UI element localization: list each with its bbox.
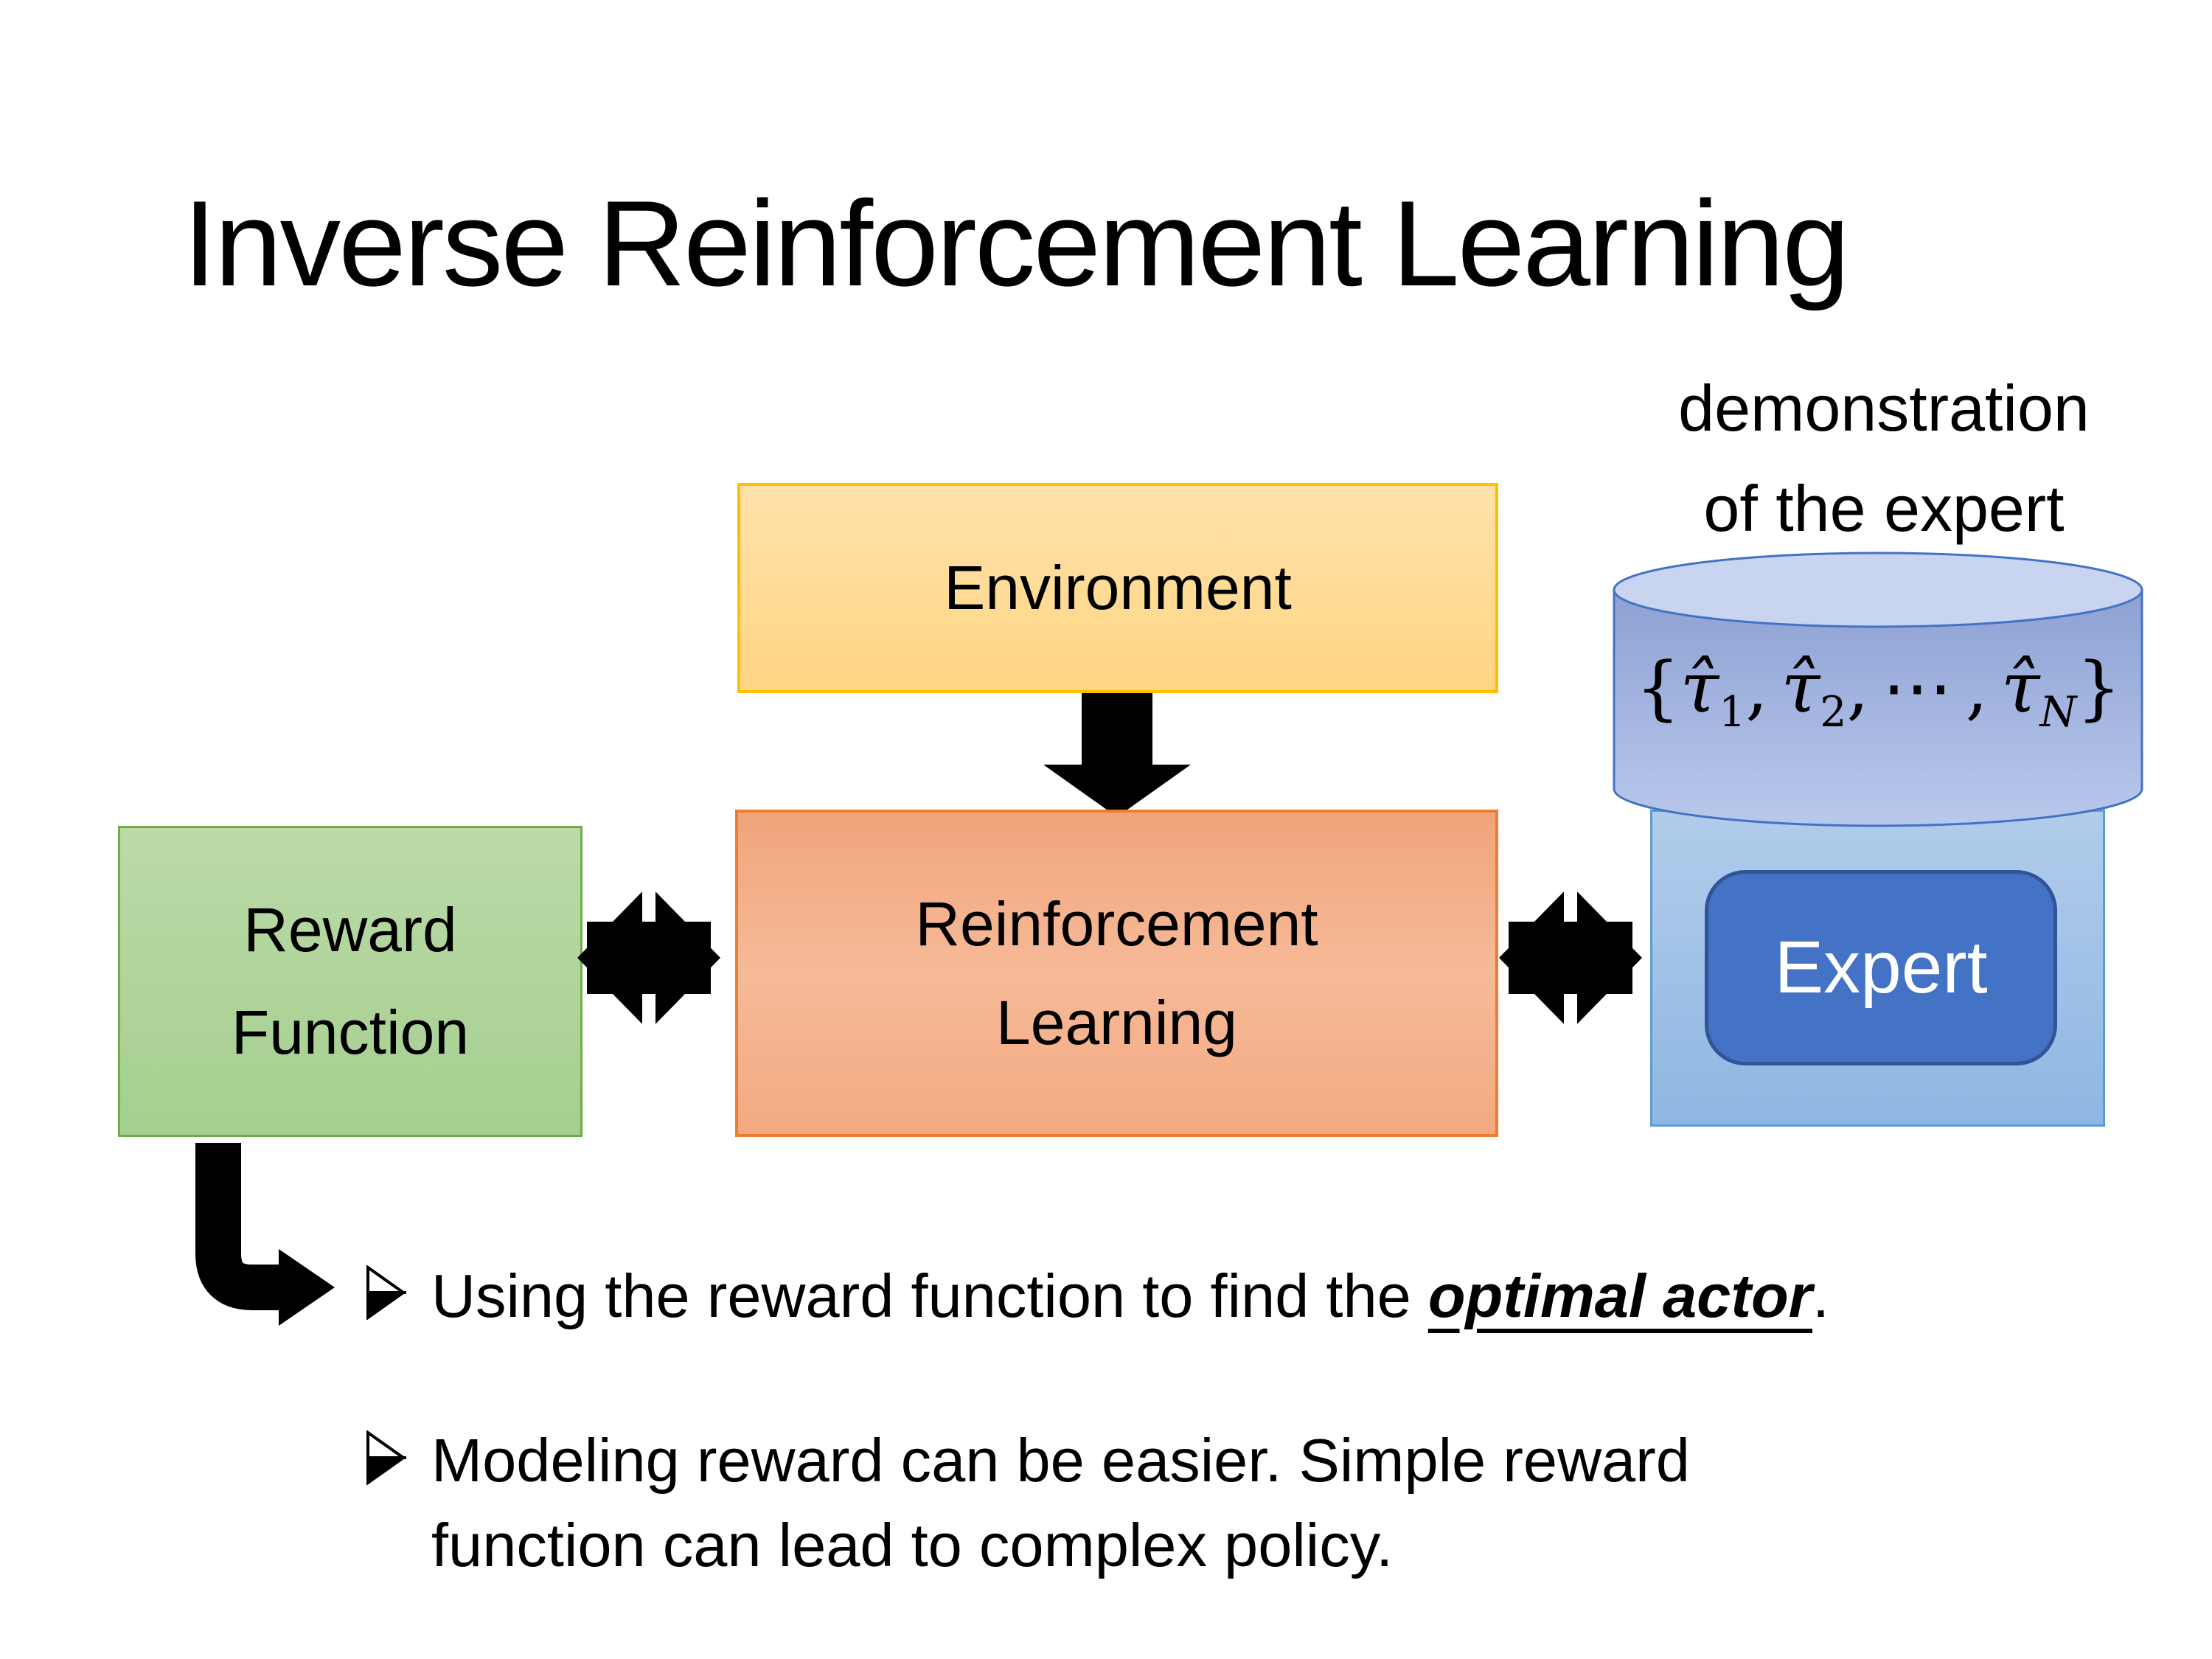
ellipsis: ⋯ — [1882, 647, 1952, 728]
environment-box: Environment — [737, 483, 1498, 693]
tau-2: τ̂ — [1781, 647, 1820, 728]
reinforcement-learning-box-label-line1: Reinforcement — [915, 888, 1318, 959]
demonstration-label-line2: of the expert — [1703, 472, 2065, 546]
reinforcement-learning-box: Reinforcement Learning — [735, 810, 1498, 1137]
demonstration-database-cylinder — [1613, 552, 2143, 827]
tau-1: τ̂ — [1680, 647, 1719, 728]
reward-function-box-label-line1: Reward — [243, 895, 457, 965]
reward-function-box: Reward Function — [118, 826, 582, 1137]
rl-expert-double-arrow-icon — [1499, 884, 1642, 1032]
environment-box-label: Environment — [944, 553, 1292, 622]
bullet-arrowhead-icon — [366, 1265, 406, 1320]
reward-to-bullet-elbow-arrow-icon — [195, 1143, 335, 1326]
bullet-item-modeling-reward: Modeling reward can be easier. Simple re… — [431, 1426, 1690, 1579]
bullet-item-optimal-actor: Using the reward function to find the op… — [431, 1262, 1830, 1330]
tau-N: τ̂ — [2000, 647, 2040, 728]
demonstration-label: demonstration of the expert — [1585, 358, 2183, 560]
environment-to-rl-arrow-icon — [1043, 693, 1191, 817]
slide-title: Inverse Reinforcement Learning — [183, 175, 1850, 311]
optimal-actor-emphasis: optimal actor — [1427, 1262, 1812, 1330]
trajectory-set-formula: {τ̂1,τ̂2,⋯,τ̂N} — [1635, 647, 2121, 737]
expert-box-label: Expert — [1774, 926, 1988, 1009]
expert-box: Expert — [1705, 870, 2057, 1065]
bullet-arrowhead-icon — [366, 1430, 406, 1485]
demonstration-label-line1: demonstration — [1678, 372, 2090, 445]
brace-close: } — [2076, 647, 2121, 728]
reward-rl-double-arrow-icon — [577, 884, 720, 1032]
reward-function-box-label-line2: Function — [231, 998, 470, 1067]
brace-open: { — [1635, 647, 1680, 728]
reinforcement-learning-box-label-line2: Learning — [996, 988, 1237, 1057]
